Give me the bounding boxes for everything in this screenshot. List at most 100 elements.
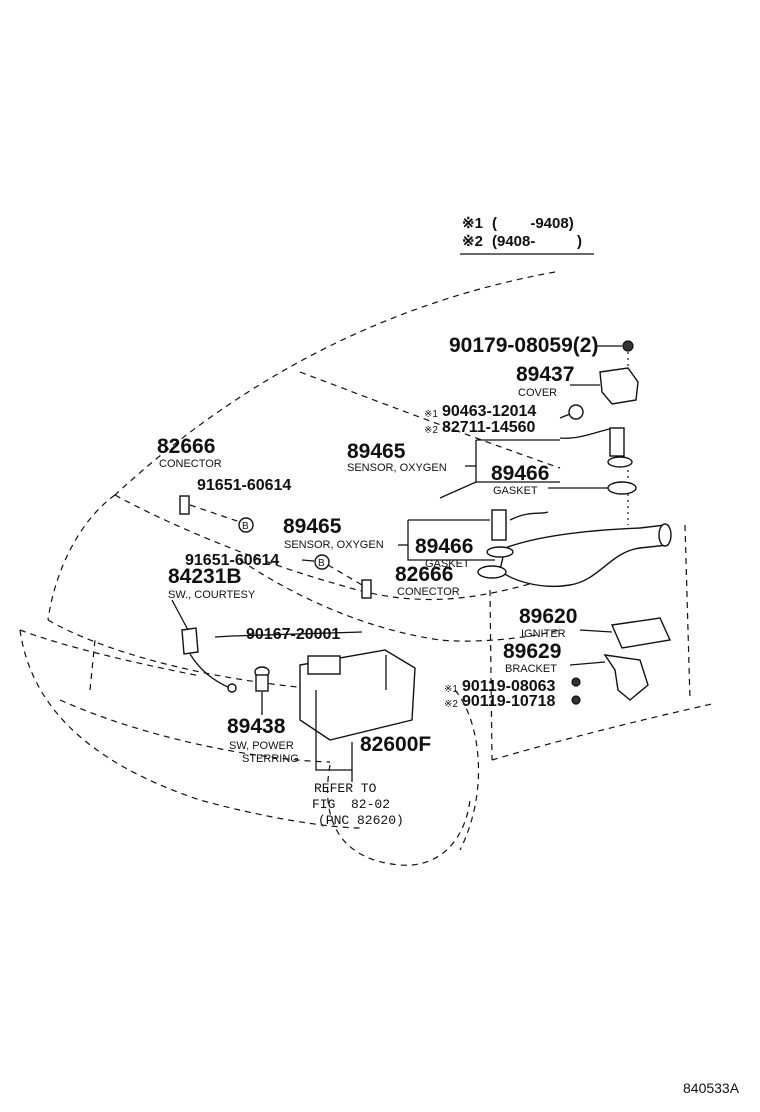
leader-lines: [171, 345, 622, 782]
sensor-flange-upper: [607, 456, 633, 468]
label-89466b-name: GASKET: [425, 558, 470, 570]
sensor-wire-upper: [559, 427, 616, 439]
bracket-89629: [603, 654, 649, 701]
relay-82600: [307, 655, 341, 675]
oxygen-sensor-upper: [609, 427, 625, 457]
label-89629-name: BRACKET: [505, 663, 557, 675]
label-82711-number: 82711-14560: [442, 419, 536, 436]
refer-line1: REFER TO: [314, 781, 377, 796]
bolt-90119-b: [571, 695, 581, 705]
label-90119a-mark: ※1: [444, 684, 458, 695]
label-91651a: 91651-60614: [197, 477, 291, 494]
link-sensor: [439, 481, 477, 499]
rocker-line: [491, 703, 713, 761]
leader-89620: [579, 629, 613, 633]
label-82666a-name: CONECTOR: [159, 458, 222, 470]
courtesy-switch: [181, 627, 199, 655]
nut-90179: [622, 340, 634, 352]
label-90119b-number: 90119-10718: [462, 693, 556, 710]
gasket-89466-lower: [486, 546, 514, 558]
label-89465b-name: SENSOR, OXYGEN: [284, 539, 384, 551]
part-drawings: B B: [179, 340, 672, 741]
bolt-symbol-a: [238, 517, 254, 533]
bolt-letter-b: B: [318, 558, 325, 569]
label-90463-mark: ※1: [424, 409, 438, 420]
label-90463-number: 90463-12014: [442, 403, 536, 420]
label-82600: 82600F: [360, 733, 431, 756]
oxygen-sensor-lower: [491, 509, 507, 541]
part-labels: 90179-08059(2) 89437 COVER ※1 90463-1201…: [157, 334, 598, 828]
bumper-top-line: [19, 629, 201, 677]
label-89465a-number: 89465: [347, 440, 406, 463]
wheel-arch-line: [454, 689, 480, 851]
label-89466a-name: GASKET: [493, 485, 538, 497]
legend-mark-1: ※1: [462, 215, 483, 232]
leader-91651b: [301, 559, 315, 562]
legend: ※1 ( -9408) ※2 (9408- ): [460, 215, 594, 255]
leader-90463: [559, 413, 571, 419]
label-90119a-number: 90119-08063: [462, 678, 556, 695]
courtesy-terminal: [227, 683, 237, 693]
leader-84231: [171, 599, 189, 631]
connector-82666-lower: [361, 579, 372, 599]
label-89465a-name: SENSOR, OXYGEN: [347, 462, 447, 474]
screw-90167: [214, 635, 233, 638]
label-82666a-number: 82666: [157, 435, 215, 458]
vehicle-body-outline: [19, 271, 713, 866]
sensor-wire-lower: [509, 511, 549, 521]
label-89465b-number: 89465: [283, 515, 342, 538]
label-82666b-name: CONECTOR: [397, 586, 460, 598]
label-82711-mark: ※2: [424, 425, 438, 436]
figure-id: 840533A: [683, 1080, 740, 1096]
cowl-line: [114, 494, 561, 601]
bolt-90119-a: [571, 677, 581, 687]
label-89438-number: 89438: [227, 715, 286, 738]
legend-range-2: (9408- ): [492, 233, 582, 250]
gasket-89466-upper: [607, 481, 637, 495]
connector-guide-b: [327, 564, 363, 586]
bracket-82600: [315, 690, 353, 771]
grille-line: [59, 699, 331, 763]
headlamp-line: [47, 619, 331, 691]
cover-89437: [599, 367, 639, 405]
label-90119b-mark: ※2: [444, 699, 458, 710]
label-89466b-number: 89466: [415, 535, 473, 558]
label-90167: 90167-20001: [246, 626, 340, 643]
wheel-line: [326, 764, 471, 866]
fender-rear-line: [489, 589, 493, 761]
label-91651b: 91651-60614: [185, 552, 279, 569]
pipe-port: [477, 565, 507, 579]
label-89620-name: IGNITER: [521, 628, 566, 640]
connector-guide-a: [189, 504, 241, 523]
igniter-89620: [610, 617, 672, 649]
headlamp-edge: [89, 639, 96, 691]
refer-line2: FIG 82-02: [312, 797, 390, 812]
courtesy-wire: [189, 653, 231, 689]
ps-switch-body: [255, 674, 269, 692]
label-84231-name: SW., COURTESY: [168, 589, 256, 601]
legend-range-1: ( -9408): [492, 215, 574, 232]
label-89466a-number: 89466: [491, 462, 549, 485]
bracket-89465b: [407, 520, 495, 561]
engine-edge-line: [239, 559, 561, 642]
bumper-line: [19, 629, 361, 829]
windshield-line: [299, 371, 561, 469]
exhaust-pipe: [477, 523, 672, 587]
exhaust-manifold: [499, 524, 669, 587]
grommet-90463: [568, 404, 584, 420]
door-pillar-line: [684, 524, 691, 701]
fender-line: [47, 494, 116, 621]
legend-mark-2: ※2: [462, 233, 483, 250]
leader-90167: [231, 631, 363, 637]
label-89438-name1: SW, POWER: [229, 740, 294, 752]
label-90179: 90179-08059(2): [449, 334, 598, 357]
label-89629-number: 89629: [503, 640, 561, 663]
pipe-flange: [658, 523, 672, 547]
label-89437-name: COVER: [518, 387, 557, 399]
connector-82666-upper: [179, 495, 190, 515]
leader-89629: [569, 661, 606, 666]
bolt-symbol-b: [314, 554, 330, 570]
label-89437-number: 89437: [516, 363, 574, 386]
